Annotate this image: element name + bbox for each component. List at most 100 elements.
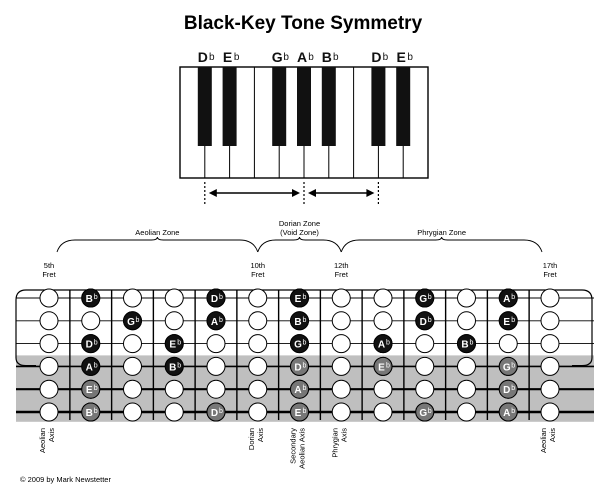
note-flat-sign: b [470,340,474,347]
note-marker [81,379,101,399]
fret-position-circle [373,311,393,331]
note-marker [415,288,435,308]
note-flat-sign: b [428,294,432,301]
note-letter: B [86,294,93,305]
note-marker [164,356,184,376]
note-marker [290,356,309,376]
note-flat-sign: b [386,340,390,347]
fret-position-circle [248,311,268,331]
fret-position-circle [123,356,142,376]
note-letter: B [169,362,176,373]
fret-word-label: Fret [335,270,349,279]
neck-right-end [572,289,593,367]
axis-label-line: Secondary [289,428,298,464]
note-letter: A [294,385,301,396]
arrow-head [292,189,300,197]
black-key-label: B [322,49,332,65]
black-key [396,67,411,146]
note-marker [373,356,393,376]
fret-position-circle [540,356,560,376]
axis-label-line: Axis [256,428,265,442]
note-letter: A [378,340,385,351]
note-flat-sign: b [303,408,307,415]
black-key-label: E [223,49,232,65]
note-flat-sign: b [303,340,307,347]
axis-label-line: Axis [548,428,557,442]
fret-position-circle [540,334,560,354]
note-flat-sign: b [219,408,223,415]
flat-sign: b [308,52,314,63]
fret-position-circle [123,402,142,422]
flat-sign: b [333,52,339,63]
black-key-label: D [371,49,381,65]
note-flat-sign: b [94,340,98,347]
note-letter: A [86,362,93,373]
note-flat-sign: b [511,294,515,301]
fret-position-circle [81,311,101,331]
note-flat-sign: b [386,362,390,369]
fret-position-circle [331,311,351,331]
note-marker [290,311,309,331]
note-marker [498,379,518,399]
fret-number-label: 5th [44,261,54,270]
fret-position-circle [457,402,476,422]
note-letter: G [294,340,302,351]
fret-position-circle [457,356,476,376]
fret-position-circle [248,334,268,354]
note-letter: D [503,385,510,396]
note-marker [498,402,518,422]
fret-position-circle [498,334,518,354]
note-flat-sign: b [303,385,307,392]
note-flat-sign: b [428,317,432,324]
fret-position-circle [373,402,393,422]
fret-position-circle [331,402,351,422]
note-letter: D [86,340,93,351]
fret-position-circle [164,379,184,399]
fret-position-circle [164,402,184,422]
fret-position-circle [415,334,435,354]
note-letter: G [419,408,427,419]
note-marker [206,402,226,422]
note-flat-sign: b [177,340,181,347]
fretboard [15,288,594,422]
fret-position-circle [39,379,59,399]
note-flat-sign: b [94,362,98,369]
fret-position-circle [331,288,351,308]
zone-bracket [56,236,259,253]
axis-label-line: Axis [47,428,56,442]
note-flat-sign: b [428,408,432,415]
fret-position-circle [540,311,560,331]
axis-label-line: Dorian [247,428,256,450]
note-flat-sign: b [511,362,515,369]
fret-position-circle [415,379,435,399]
note-marker [164,334,184,354]
piano-keyboard [179,66,429,179]
fret-position-circle [248,288,268,308]
fret-number-label: 12th [334,261,349,270]
note-marker [123,311,142,331]
flat-sign: b [283,52,289,63]
note-marker [81,288,101,308]
fret-position-circle [39,311,59,331]
note-marker [81,334,101,354]
note-flat-sign: b [177,362,181,369]
fret-position-circle [39,334,59,354]
fret-position-circle [540,379,560,399]
fret-position-circle [248,402,268,422]
fret-position-circle [39,288,59,308]
note-letter: D [211,408,218,419]
note-letter: G [419,294,427,305]
fret-word-label: Fret [543,270,557,279]
note-marker [498,356,518,376]
note-letter: E [378,362,385,373]
zone-name: Dorian Zone [279,219,320,228]
note-letter: E [295,408,302,419]
fret-position-circle [415,356,435,376]
diagram-title: Black-Key Tone Symmetry [184,13,423,34]
note-marker [290,288,309,308]
note-marker [290,334,309,354]
